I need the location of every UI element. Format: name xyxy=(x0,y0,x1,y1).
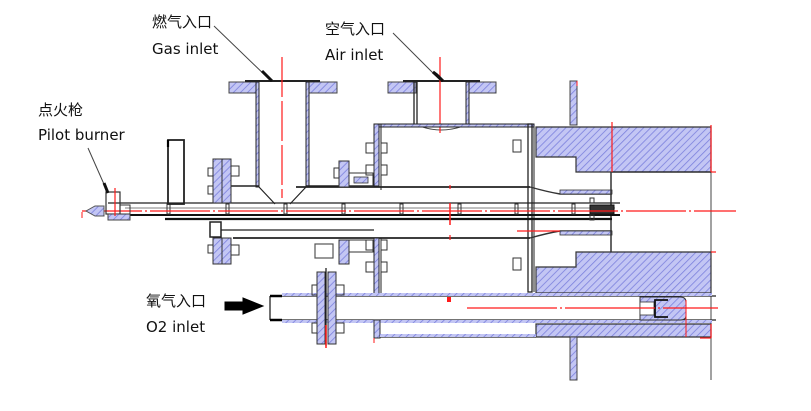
pilot-burner-label-cn: 点火枪 xyxy=(38,101,84,119)
central-lance xyxy=(82,197,736,225)
leader-lines xyxy=(87,25,445,194)
gas-inlet-leader xyxy=(213,25,270,80)
air-inlet-label-en: Air inlet xyxy=(325,46,384,64)
mounting-plate-bottom xyxy=(569,336,578,381)
refractory-block-upper xyxy=(535,126,712,173)
flange-bolts-left xyxy=(207,158,374,265)
o2-inlet-label-en: O2 inlet xyxy=(146,318,206,336)
air-inlet-leader xyxy=(392,32,441,81)
support-post xyxy=(166,139,185,205)
centerline-markers xyxy=(449,122,716,339)
o2-inlet-arrow-icon xyxy=(224,297,265,315)
gas-inlet-label-en: Gas inlet xyxy=(152,40,219,58)
o2-inlet-pipe xyxy=(269,268,718,348)
air-inlet-label-cn: 空气入口 xyxy=(325,20,386,38)
air-inlet-pipe xyxy=(387,57,497,133)
mounting-plate-top xyxy=(569,80,578,126)
gas-flange-left xyxy=(228,81,258,94)
gas-inlet-label-cn: 燃气入口 xyxy=(152,13,213,31)
pilot-burner-label-en: Pilot burner xyxy=(38,126,125,144)
refractory-block-bottom xyxy=(535,323,712,338)
gas-flange-right xyxy=(308,81,338,94)
flange-bolts-air xyxy=(314,139,522,273)
pilot-burner xyxy=(81,188,131,221)
o2-inlet-label-cn: 氧气入口 xyxy=(146,292,207,310)
refractory-block-lower xyxy=(535,251,712,294)
